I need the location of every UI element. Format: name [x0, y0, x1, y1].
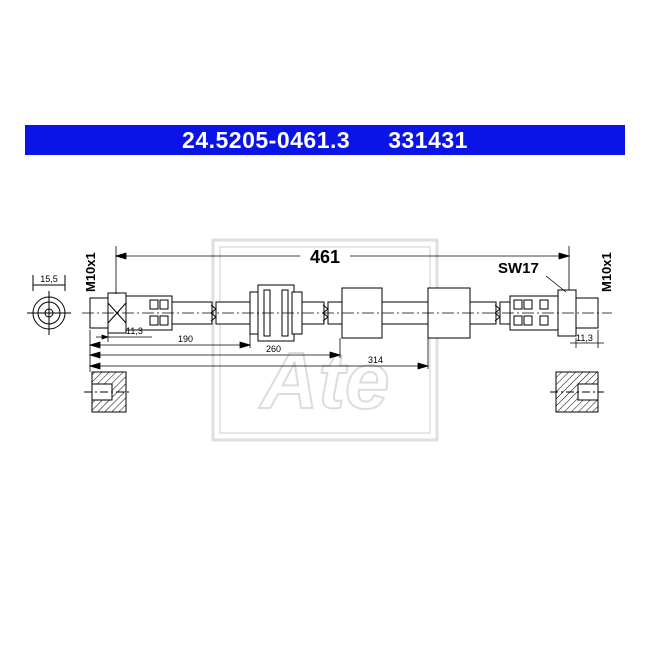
dim-190-label: 190	[178, 334, 193, 344]
part-number: 24.5205-0461.3	[182, 126, 351, 153]
thread-right-label: M10x1	[599, 252, 614, 292]
total-length-label: 461	[310, 247, 340, 267]
diameter-label: 15,5	[40, 274, 58, 284]
ate-watermark-logo: Ate	[211, 238, 439, 442]
left-end-view	[27, 275, 71, 335]
position-dimensions	[88, 334, 430, 370]
total-length-dimension	[114, 246, 571, 294]
wrench-size-label: SW17	[498, 260, 539, 277]
svg-text:Ate: Ate	[259, 336, 390, 425]
reference-number: 331431	[388, 126, 468, 153]
fitting-right-label: 11,3	[576, 333, 593, 343]
dim-314-label: 314	[368, 355, 383, 365]
left-port-section	[84, 371, 132, 413]
right-port-section	[550, 371, 604, 413]
left-fitting-dimension	[89, 330, 152, 372]
title-bar: 24.5205-0461.3 331431	[25, 125, 625, 155]
fitting-left-label: 11,3	[126, 326, 143, 336]
thread-left-label: M10x1	[83, 252, 98, 292]
wrench-leader	[545, 275, 567, 293]
dim-260-label: 260	[266, 344, 281, 354]
right-fitting-dimension	[570, 330, 604, 348]
